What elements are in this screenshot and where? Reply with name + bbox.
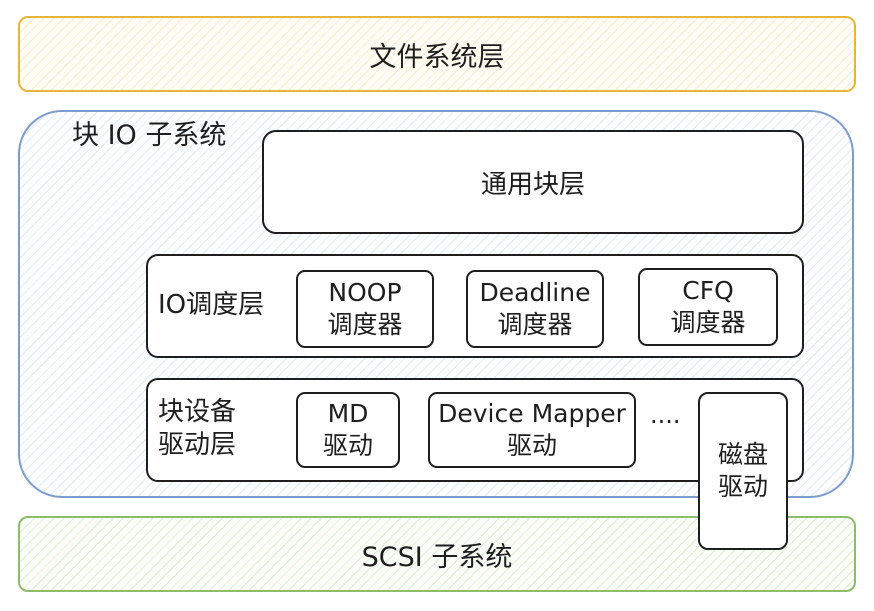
deadline-scheduler-name: Deadline — [479, 278, 591, 307]
md-driver: MD 驱动 — [296, 392, 400, 468]
cfq-scheduler: CFQ 调度器 — [638, 268, 778, 346]
filesystem-layer-label: 文件系统层 — [369, 41, 505, 73]
disk-driver: 磁盘 驱动 — [698, 392, 788, 550]
scsi-subsystem-label: SCSI 子系统 — [361, 541, 513, 573]
more-drivers-ellipsis: .... — [650, 401, 681, 429]
block-driver-layer-label: 块设备 驱动层 — [158, 396, 236, 463]
filesystem-layer: 文件系统层 — [18, 16, 856, 92]
cfq-scheduler-name: CFQ — [682, 276, 734, 305]
device-mapper-driver-sub: 驱动 — [506, 431, 557, 460]
device-mapper-driver: Device Mapper 驱动 — [428, 392, 636, 468]
noop-scheduler-sub: 调度器 — [327, 310, 403, 339]
noop-scheduler: NOOP 调度器 — [296, 270, 434, 348]
io-scheduler-layer-label: IO调度层 — [158, 290, 265, 320]
block-io-subsystem-title: 块 IO 子系统 — [72, 120, 227, 151]
disk-driver-line1: 磁盘 — [717, 440, 768, 469]
block-driver-layer-label-line2: 驱动层 — [158, 430, 237, 461]
device-mapper-driver-name: Device Mapper — [438, 399, 626, 428]
disk-driver-line2: 驱动 — [717, 472, 768, 501]
block-driver-layer-label-line1: 块设备 — [158, 397, 237, 427]
generic-block-layer: 通用块层 — [262, 130, 804, 234]
noop-scheduler-name: NOOP — [328, 278, 402, 307]
cfq-scheduler-sub: 调度器 — [670, 308, 746, 337]
deadline-scheduler: Deadline 调度器 — [466, 270, 604, 348]
md-driver-name: MD — [327, 399, 369, 428]
md-driver-sub: 驱动 — [322, 431, 373, 460]
deadline-scheduler-sub: 调度器 — [497, 310, 573, 339]
generic-block-layer-label: 通用块层 — [480, 169, 585, 200]
